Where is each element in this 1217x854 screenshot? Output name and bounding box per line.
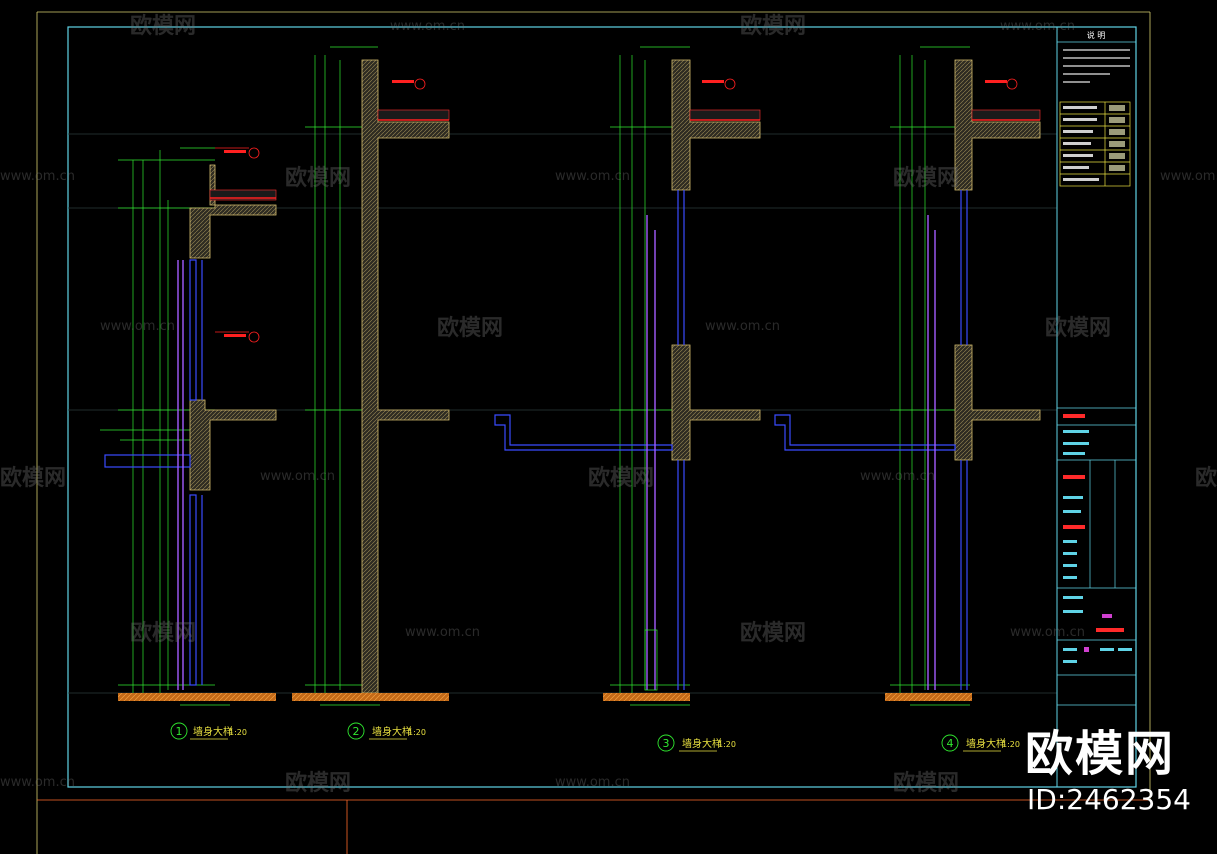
section-4-detail: 4 墙身大样 1:20: [774, 46, 1041, 752]
section-3-label: 3 墙身大样 1:20: [657, 734, 736, 752]
watermark-url: www.om.cn: [390, 19, 465, 34]
watermark-url: www.om.cn: [260, 469, 335, 484]
watermark-url: www.om.cn: [555, 775, 630, 790]
section-4-title: 墙身大样: [966, 737, 1006, 750]
watermark-brand: 欧模网: [893, 165, 959, 191]
section-4-number-circle: [941, 734, 959, 752]
watermark-url: www.om.cn: [1000, 19, 1075, 34]
notes-panel: 说 明: [1056, 26, 1137, 788]
watermark-brand: 欧模网: [1045, 315, 1111, 341]
watermark-brand: 欧模网: [588, 465, 654, 491]
watermark-url: www.om.cn: [860, 469, 935, 484]
watermark-brand: 欧模网: [130, 13, 196, 39]
resource-id: ID:2462354: [1027, 783, 1191, 816]
section-1-detail: 1 墙身大样 1:20: [100, 147, 277, 740]
section-2-number-circle: [347, 722, 365, 740]
section-3-title: 墙身大样: [682, 737, 722, 750]
section-2-title: 墙身大样: [372, 725, 412, 738]
watermark-layer: 欧模网 欧模网 www.om.cn www.om.cn 欧模网 欧模网 www.…: [0, 13, 1217, 796]
section-4-scale: 1:20: [1002, 740, 1020, 749]
section-1-title: 墙身大样: [193, 725, 233, 738]
watermark-url: www.om.cn: [0, 775, 75, 790]
section-2-scale: 1:20: [408, 728, 426, 737]
section-3-number: 3: [663, 737, 670, 750]
watermark-url: www.om.cn: [0, 169, 75, 184]
section-1-scale: 1:20: [229, 728, 247, 737]
watermark-brand: 欧模网: [1195, 465, 1217, 491]
section-3-number-circle: [657, 734, 675, 752]
section-4-label: 4 墙身大样 1:20: [941, 734, 1020, 752]
watermark-brand: 欧模网: [893, 770, 959, 796]
section-3-detail: 3 墙身大样 1:20: [494, 46, 761, 752]
section-1-number-circle: [170, 722, 188, 740]
section-3-scale: 1:20: [718, 740, 736, 749]
section-2-label: 2 墙身大样 1:20: [347, 722, 426, 740]
watermark-brand: 欧模网: [740, 13, 806, 39]
watermark-brand: 欧模网: [285, 165, 351, 191]
section-1-number: 1: [176, 725, 183, 738]
brand-logo-text: 欧模网: [1025, 726, 1176, 782]
watermark-url: www.om.cn: [1010, 625, 1085, 640]
watermark-brand: 欧模网: [437, 315, 503, 341]
watermark-brand: 欧模网: [0, 465, 66, 491]
watermark-url: www.om.cn: [1160, 169, 1217, 184]
section-1-label: 1 墙身大样 1:20: [170, 722, 247, 740]
watermark-brand: 欧模网: [285, 770, 351, 796]
watermark-brand: 欧模网: [740, 620, 806, 646]
watermark-brand: 欧模网: [130, 620, 196, 646]
watermark-url: www.om.cn: [555, 169, 630, 184]
watermark-url: www.om.cn: [405, 625, 480, 640]
notes-title: 说 明: [1087, 30, 1106, 40]
watermark-url: www.om.cn: [100, 319, 175, 334]
section-2-number: 2: [353, 725, 360, 738]
section-2-detail: 2 墙身大样 1:20: [292, 46, 450, 740]
watermark-url: www.om.cn: [705, 319, 780, 334]
section-4-number: 4: [947, 737, 954, 750]
